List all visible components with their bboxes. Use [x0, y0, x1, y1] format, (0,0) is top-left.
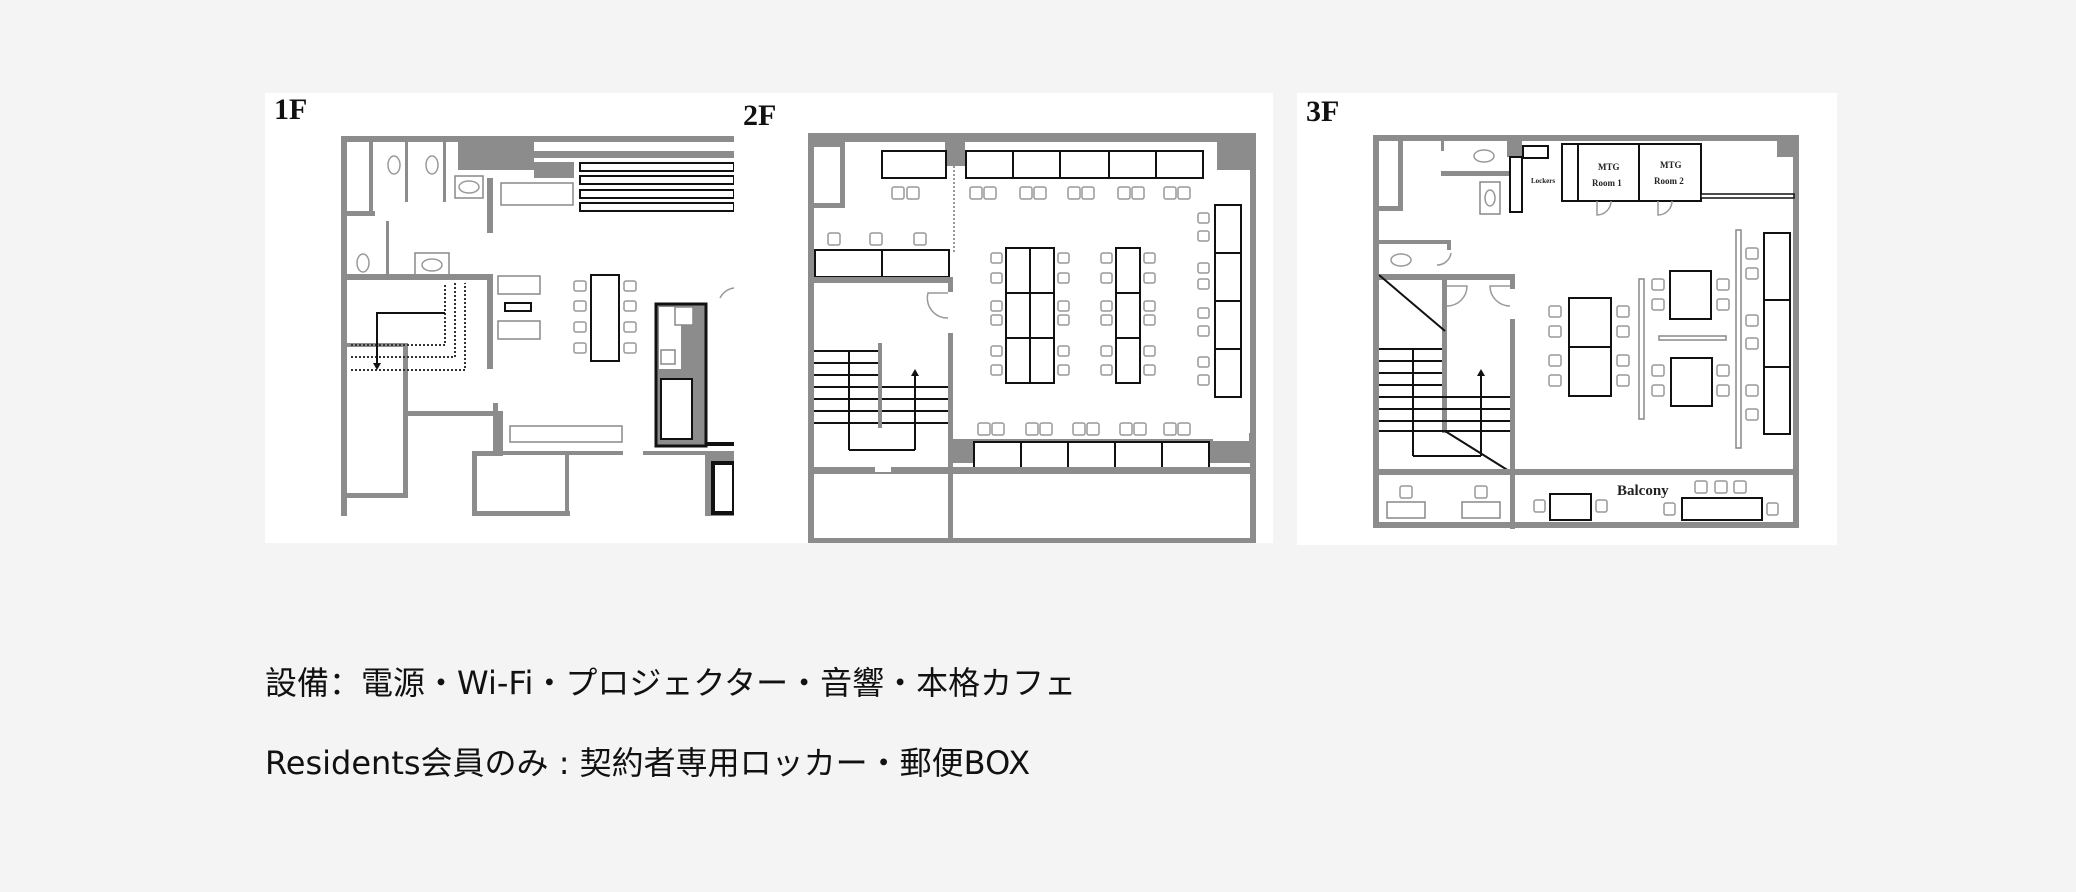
room-label-balcony: Balcony: [1617, 483, 1669, 499]
room-label-mtg1-line2: Room 1: [1592, 178, 1622, 188]
floor-plan-2f: [808, 133, 1256, 543]
residents-only-line: Residents会員のみ : 契約者専用ロッカー・郵便BOX: [265, 744, 1031, 782]
room-label-mtg1-line1: MTG: [1598, 162, 1620, 172]
floor-plan-1f-2f-panel: 1F 2F: [265, 93, 1273, 543]
floor-plan-3f: Lockers MTG Room 1 MTG Room 2: [1373, 135, 1799, 529]
facilities-line: 設備：電源・Wi-Fi・プロジェクター・音響・本格カフェ: [265, 664, 1077, 702]
floor-plan-1f-2f-drawing: [341, 93, 1256, 543]
floor-label-3f: 3F: [1306, 95, 1340, 128]
floor-label-1f: 1F: [274, 93, 308, 126]
room-label-mtg2-line1: MTG: [1660, 160, 1682, 170]
floor-plan-3f-panel: Lockers MTG Room 1 MTG Room 2: [1297, 93, 1837, 545]
room-label-mtg2-line2: Room 2: [1654, 176, 1684, 186]
floor-plan-3f-drawing: Lockers MTG Room 1 MTG Room 2: [1373, 135, 1799, 529]
floor-plan-1f: [341, 93, 754, 543]
room-label-lockers: Lockers: [1531, 177, 1555, 185]
floor-label-2f: 2F: [743, 99, 777, 132]
